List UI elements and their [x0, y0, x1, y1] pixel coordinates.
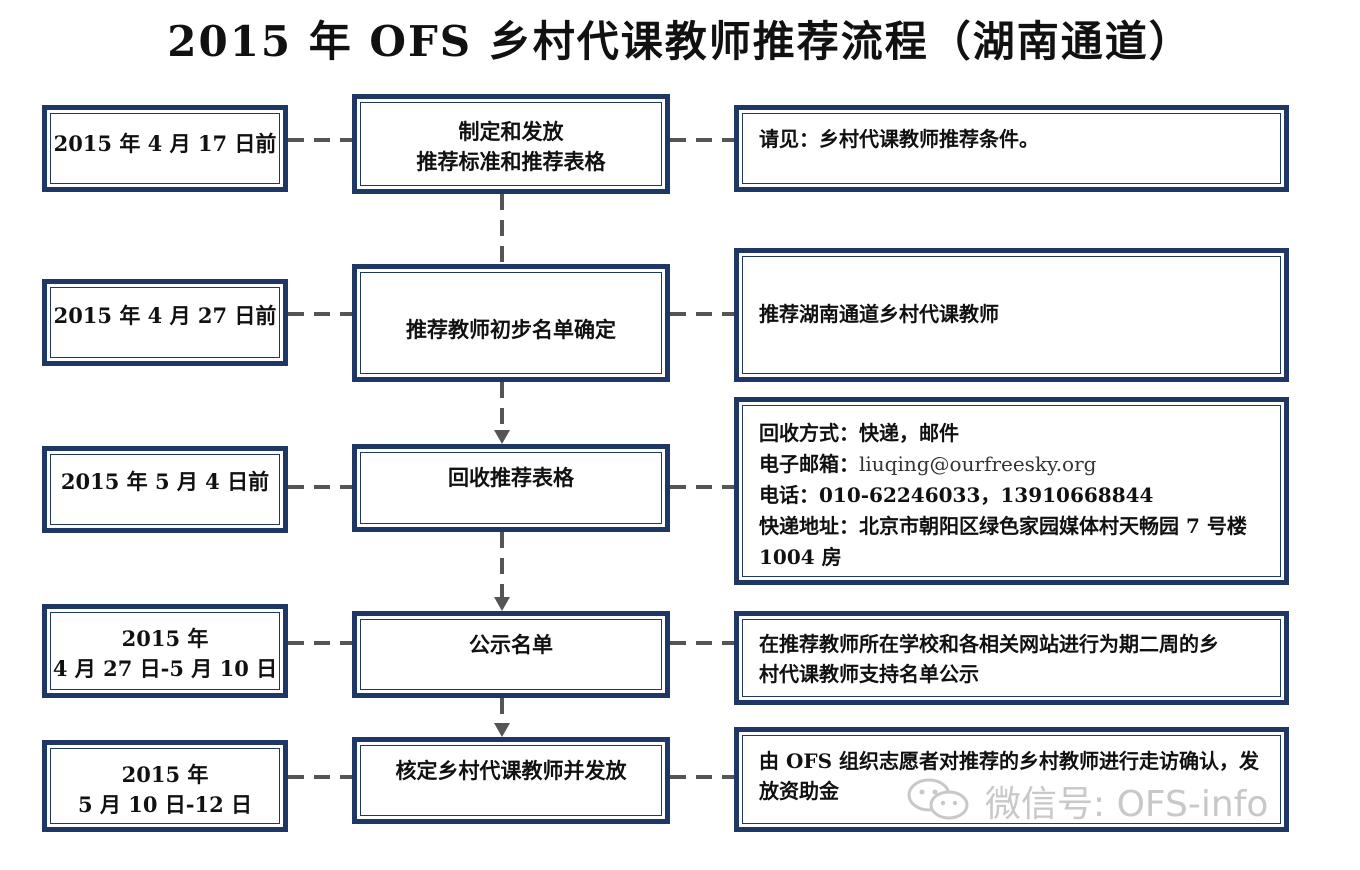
note-line: 请见：乡村代课教师推荐条件。 — [759, 127, 1039, 151]
note-line: 回收方式：快递，邮件 — [759, 421, 959, 445]
arrowhead-3 — [494, 597, 510, 611]
date-line: 2015 年 — [121, 626, 209, 651]
date-line: 2015 年 4 月 27 日前 — [53, 303, 277, 328]
note-line: 推荐湖南通道乡村代课教师 — [759, 302, 999, 326]
date-box-1: 2015 年 4 月 17 日前 — [42, 105, 288, 192]
step-line: 回收推荐表格 — [448, 465, 574, 490]
email-address: liuqing@ourfreesky.org — [859, 452, 1097, 476]
watermark-text: 微信号: OFS-info — [985, 784, 1269, 825]
note-line: 在推荐教师所在学校和各相关网站进行为期二周的乡 — [759, 632, 1219, 656]
step-box-1: 制定和发放 推荐标准和推荐表格 — [352, 94, 670, 194]
date-line: 5 月 10 日-12 日 — [77, 792, 253, 817]
note-line: 由 OFS 组织志愿者对推荐的乡村教师进行走访确认，发 — [759, 749, 1259, 773]
wechat-icon — [907, 778, 969, 820]
date-line: 2015 年 4 月 17 日前 — [53, 131, 277, 156]
note-line: 快递地址：北京市朝阳区绿色家园媒体村天畅园 7 号楼 — [759, 514, 1247, 538]
step-box-5: 核定乡村代课教师并发放 — [352, 737, 670, 824]
note-box-3: 回收方式：快递，邮件 电子邮箱：liuqing@ourfreesky.org 电… — [734, 397, 1289, 585]
date-line: 2015 年 — [121, 762, 209, 787]
date-box-4: 2015 年 4 月 27 日-5 月 10 日 — [42, 604, 288, 698]
step-box-2: 推荐教师初步名单确定 — [352, 264, 670, 382]
step-box-3: 回收推荐表格 — [352, 444, 670, 532]
note-line: 村代课教师支持名单公示 — [759, 662, 979, 686]
step-line: 核定乡村代课教师并发放 — [395, 758, 627, 783]
note-line: 放资助金 — [759, 779, 839, 803]
note-line: 电话：010-62246033，13910668844 — [759, 483, 1154, 507]
step-line: 公示名单 — [469, 632, 553, 657]
note-box-4: 在推荐教师所在学校和各相关网站进行为期二周的乡 村代课教师支持名单公示 — [734, 611, 1289, 705]
date-box-2: 2015 年 4 月 27 日前 — [42, 279, 288, 366]
watermark: 微信号: OFS-info — [905, 775, 1325, 825]
arrowhead-2 — [494, 430, 510, 444]
note-box-1: 请见：乡村代课教师推荐条件。 — [734, 105, 1289, 192]
page-title: 2015 年 OFS 乡村代课教师推荐流程（湖南通道） — [167, 17, 1193, 66]
date-box-5: 2015 年 5 月 10 日-12 日 — [42, 740, 288, 832]
step-line: 推荐教师初步名单确定 — [406, 317, 616, 342]
date-box-3: 2015 年 5 月 4 日前 — [42, 446, 288, 533]
note-line: 1004 房 — [759, 545, 842, 569]
step-box-4: 公示名单 — [352, 611, 670, 698]
arrowhead-4 — [494, 723, 510, 737]
note-line-label: 电子邮箱： — [759, 452, 859, 476]
date-line: 2015 年 5 月 4 日前 — [60, 469, 270, 494]
note-box-5: 由 OFS 组织志愿者对推荐的乡村教师进行走访确认，发 放资助金 — [734, 727, 1289, 832]
step-line: 制定和发放 — [458, 119, 564, 144]
step-line: 推荐标准和推荐表格 — [416, 149, 606, 174]
date-line: 4 月 27 日-5 月 10 日 — [52, 656, 278, 681]
note-box-2: 推荐湖南通道乡村代课教师 — [734, 248, 1289, 382]
